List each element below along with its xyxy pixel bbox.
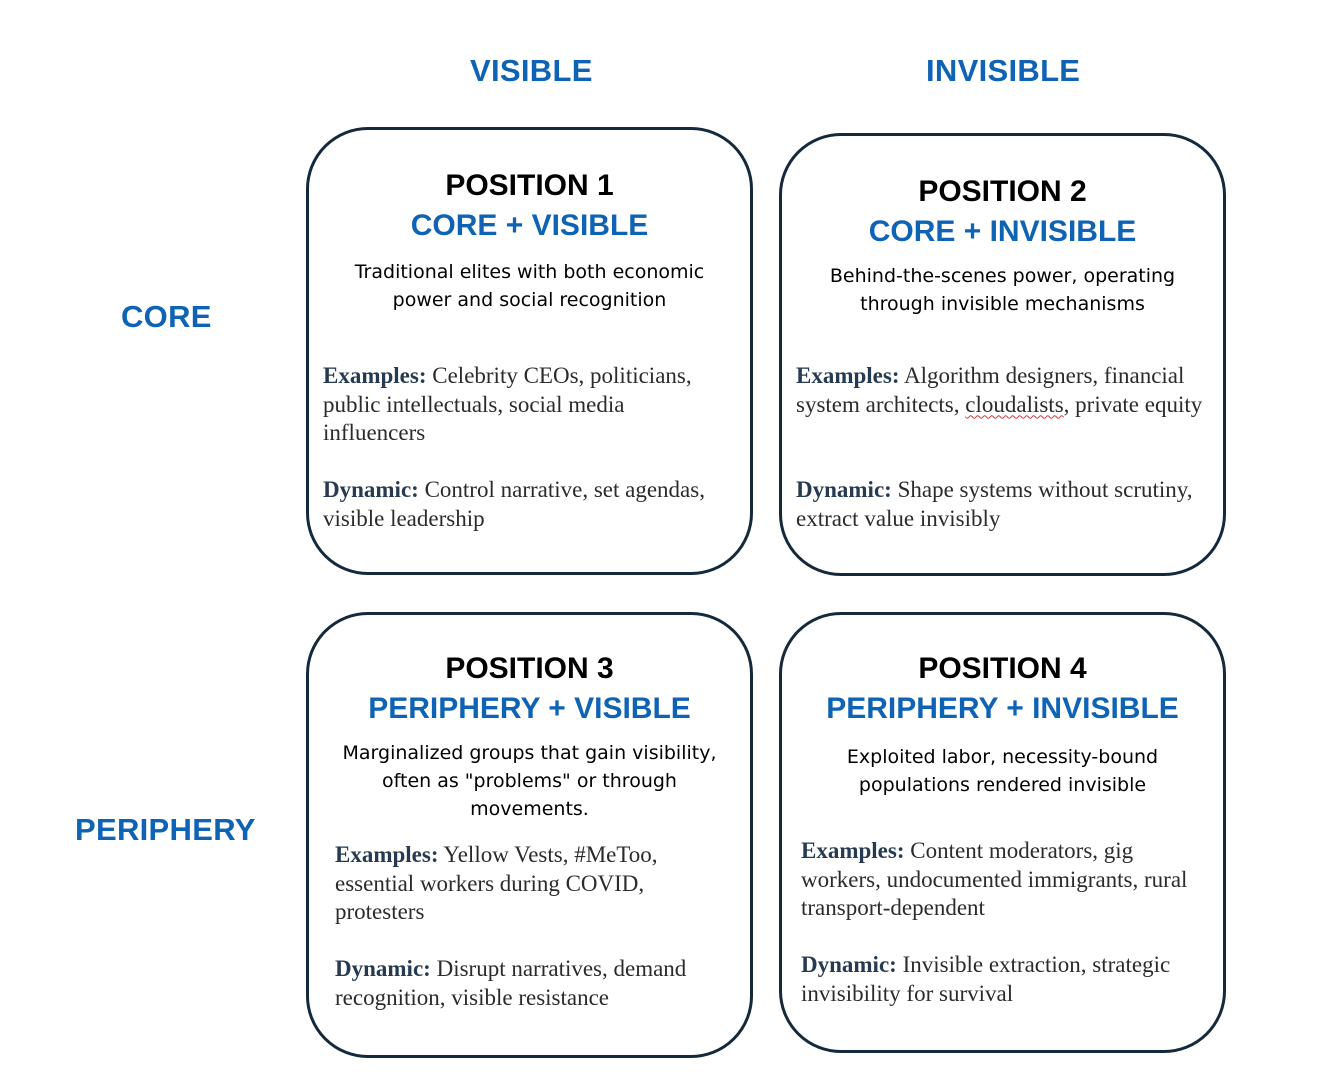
card-header: POSITION 2 CORE + INVISIBLE Behind-the-s… (782, 172, 1223, 318)
quadrant-card-periphery-invisible: POSITION 4 PERIPHERY + INVISIBLE Exploit… (779, 612, 1226, 1053)
examples-block: Examples: Algorithm designers, financial… (796, 362, 1211, 419)
dynamic-label: Dynamic: (335, 956, 431, 981)
examples-text: Yellow Vests, #MeToo, essential workers … (335, 842, 658, 924)
row-header-core: CORE (121, 299, 212, 334)
quadrant-card-core-visible: POSITION 1 CORE + VISIBLE Traditional el… (306, 127, 753, 575)
position-description: Behind-the-scenes power, operating throu… (829, 265, 1176, 315)
spellcheck-flagged-word: cloudalists (965, 391, 1064, 417)
examples-text: Celebrity CEOs, politicians, public inte… (323, 363, 692, 445)
position-title: POSITION 3 (445, 652, 614, 685)
position-description: Traditional elites with both economic po… (354, 261, 705, 311)
dynamic-block: Dynamic: Invisible extraction, strategic… (801, 951, 1201, 1008)
card-header: POSITION 3 PERIPHERY + VISIBLE Marginali… (309, 649, 750, 823)
position-subtitle: PERIPHERY + VISIBLE (368, 692, 691, 725)
position-description: Marginalized groups that gain visibility… (342, 742, 717, 820)
examples-block: Examples: Yellow Vests, #MeToo, essentia… (335, 841, 735, 927)
card-header: POSITION 1 CORE + VISIBLE Traditional el… (309, 166, 750, 314)
position-subtitle: CORE + INVISIBLE (868, 215, 1137, 248)
examples-text-end: , private equity (1063, 391, 1203, 417)
examples-text: Content moderators, gig workers, undocum… (801, 838, 1188, 920)
dynamic-text: Invisible extraction, strategic invisibi… (801, 952, 1171, 1006)
card-header: POSITION 4 PERIPHERY + INVISIBLE Exploit… (782, 649, 1223, 799)
column-header-visible: VISIBLE (470, 53, 593, 88)
examples-label: Examples: (323, 363, 427, 388)
examples-block: Examples: Celebrity CEOs, politicians, p… (323, 362, 723, 448)
examples-label: Examples: (335, 842, 439, 867)
dynamic-label: Dynamic: (801, 952, 897, 977)
quadrant-card-periphery-visible: POSITION 3 PERIPHERY + VISIBLE Marginali… (306, 612, 753, 1058)
quadrant-card-core-invisible: POSITION 2 CORE + INVISIBLE Behind-the-s… (779, 133, 1226, 576)
column-header-invisible: INVISIBLE (926, 53, 1081, 88)
examples-label: Examples: (796, 363, 900, 388)
dynamic-text: Control narrative, set agendas, visible … (323, 477, 705, 531)
dynamic-text: Disrupt narratives, demand recognition, … (335, 956, 687, 1010)
row-header-periphery: PERIPHERY (75, 812, 256, 847)
position-subtitle: PERIPHERY + INVISIBLE (826, 692, 1179, 725)
dynamic-block: Dynamic: Disrupt narratives, demand reco… (335, 955, 735, 1012)
examples-label: Examples: (801, 838, 905, 863)
dynamic-label: Dynamic: (323, 477, 419, 502)
position-title: POSITION 2 (918, 175, 1087, 208)
position-title: POSITION 1 (445, 169, 614, 202)
dynamic-text: Shape systems without scrutiny, extract … (796, 477, 1193, 531)
dynamic-block: Dynamic: Control narrative, set agendas,… (323, 476, 723, 533)
examples-block: Examples: Content moderators, gig worker… (801, 837, 1211, 923)
position-subtitle: CORE + VISIBLE (410, 209, 649, 242)
examples-text: Algorithm designers, financial system ar… (796, 363, 1185, 417)
dynamic-block: Dynamic: Shape systems without scrutiny,… (796, 476, 1196, 533)
position-title: POSITION 4 (918, 652, 1087, 685)
position-description: Exploited labor, necessity-bound populat… (846, 746, 1159, 796)
dynamic-label: Dynamic: (796, 477, 892, 502)
